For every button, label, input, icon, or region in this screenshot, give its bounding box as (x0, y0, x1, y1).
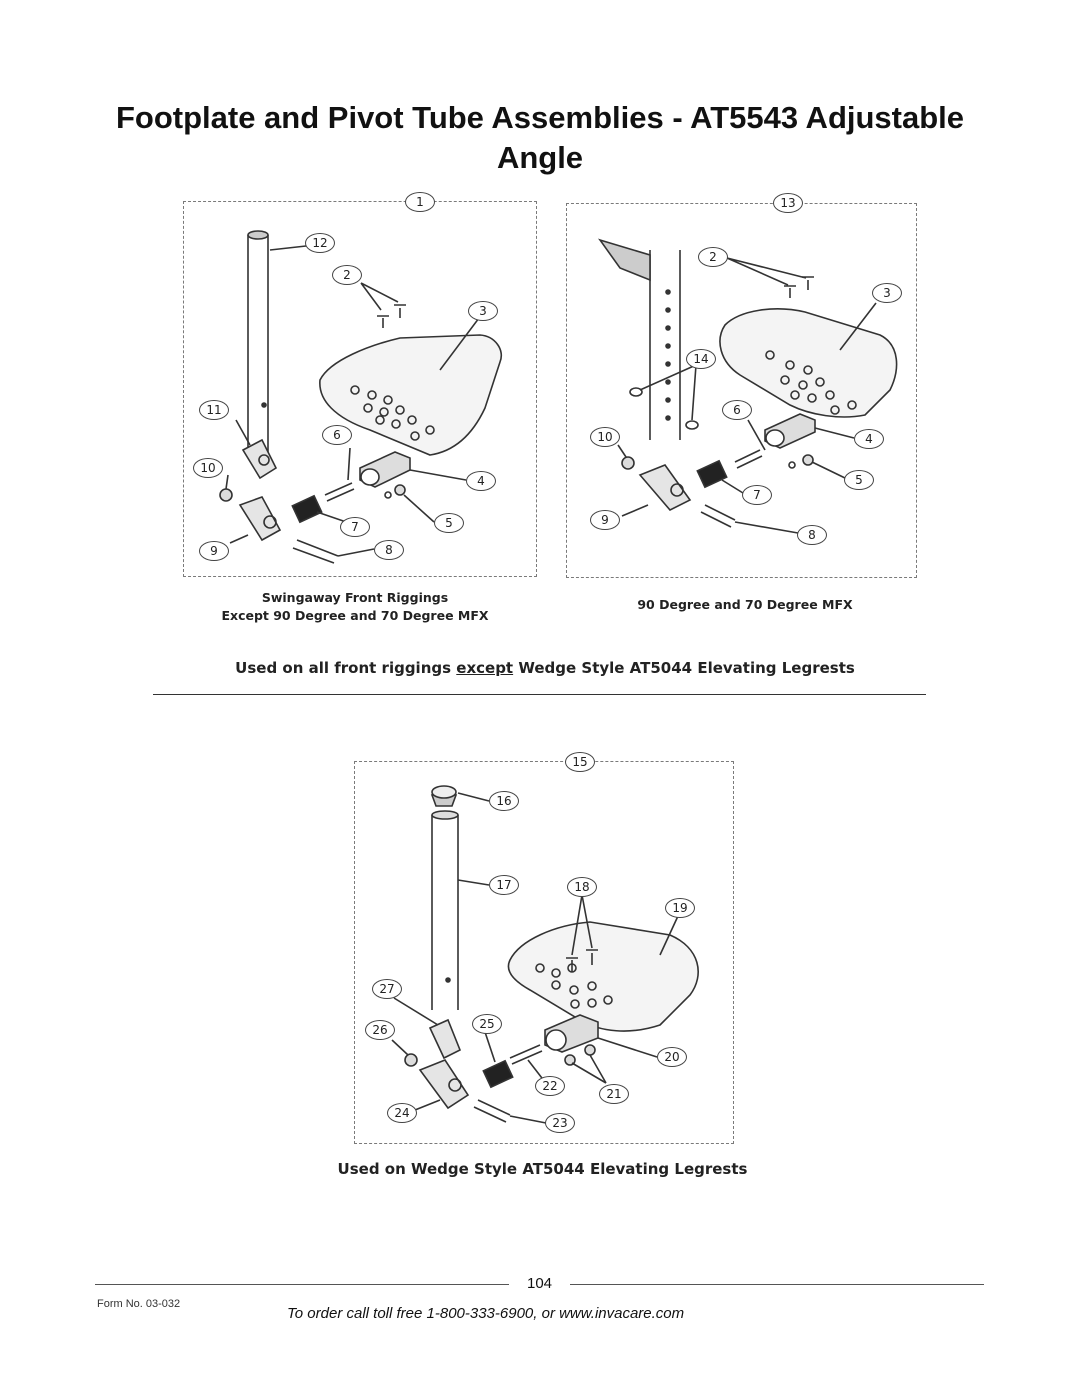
note-text-c: Wedge Style AT5044 Elevating Legrests (513, 659, 855, 677)
callout-17: 17 (489, 875, 519, 895)
callout-6-right: 6 (722, 400, 752, 420)
panel-mfx (566, 203, 917, 578)
callout-25: 25 (472, 1014, 502, 1034)
page-number: 104 (527, 1275, 553, 1292)
callout-2: 2 (332, 265, 362, 285)
note-text-a: Used on all front riggings (235, 659, 457, 677)
note-all-front-riggings: Used on all front riggings except Wedge … (170, 659, 920, 677)
callout-3-right: 3 (872, 283, 902, 303)
callout-8: 8 (374, 540, 404, 560)
callout-15: 15 (565, 752, 595, 772)
callout-20: 20 (657, 1047, 687, 1067)
caption-swingaway: Swingaway Front Riggings Except 90 Degre… (195, 589, 515, 625)
left-panel-drawing (219, 230, 502, 564)
note-wedge-text: Used on Wedge Style AT5044 Elevating Leg… (337, 1160, 748, 1178)
callout-18: 18 (567, 877, 597, 897)
title-line-2: Angle (496, 140, 584, 175)
callout-7: 7 (340, 517, 370, 537)
section-divider (153, 694, 926, 695)
page-title: Footplate and Pivot Tube Assemblies - AT… (60, 98, 1020, 178)
callout-7-right: 7 (742, 485, 772, 505)
callout-3: 3 (468, 301, 498, 321)
callout-14: 14 (686, 349, 716, 369)
callout-21: 21 (599, 1084, 629, 1104)
callout-5: 5 (434, 513, 464, 533)
order-info: To order call toll free 1-800-333-6900, … (287, 1305, 685, 1322)
callout-1: 1 (405, 192, 435, 212)
callout-4-right: 4 (854, 429, 884, 449)
callout-4: 4 (466, 471, 496, 491)
callout-12: 12 (305, 233, 335, 253)
callout-10-right: 10 (590, 427, 620, 447)
footer-rule-left (95, 1284, 509, 1285)
title-line-1: Footplate and Pivot Tube Assemblies - AT… (115, 100, 965, 135)
callout-5-right: 5 (844, 470, 874, 490)
callout-16: 16 (489, 791, 519, 811)
note-wedge-style: Used on Wedge Style AT5044 Elevating Leg… (300, 1160, 785, 1178)
callout-11: 11 (199, 400, 229, 420)
caption-swingaway-line-1: Swingaway Front Riggings (261, 590, 449, 605)
callout-9: 9 (199, 541, 229, 561)
callout-22: 22 (535, 1076, 565, 1096)
callout-24: 24 (387, 1103, 417, 1123)
footer-rule-right (570, 1284, 984, 1285)
callout-10: 10 (193, 458, 223, 478)
callout-9-right: 9 (590, 510, 620, 530)
panel-wedge (354, 761, 734, 1144)
caption-swingaway-line-2: Except 90 Degree and 70 Degree MFX (221, 608, 489, 623)
note-text-except: except (456, 659, 514, 677)
callout-26: 26 (365, 1020, 395, 1040)
callout-19: 19 (665, 898, 695, 918)
callout-8-right: 8 (797, 525, 827, 545)
callout-27: 27 (372, 979, 402, 999)
callout-2-right: 2 (698, 247, 728, 267)
callout-6: 6 (322, 425, 352, 445)
callout-13: 13 (773, 193, 803, 213)
callout-23: 23 (545, 1113, 575, 1133)
form-number: Form No. 03-032 (97, 1298, 181, 1310)
right-panel-drawing (597, 238, 898, 534)
panel-swingaway (183, 201, 537, 577)
caption-mfx: 90 Degree and 70 Degree MFX (585, 596, 905, 614)
caption-mfx-label: 90 Degree and 70 Degree MFX (637, 597, 853, 612)
bottom-panel-drawing (391, 785, 699, 1124)
